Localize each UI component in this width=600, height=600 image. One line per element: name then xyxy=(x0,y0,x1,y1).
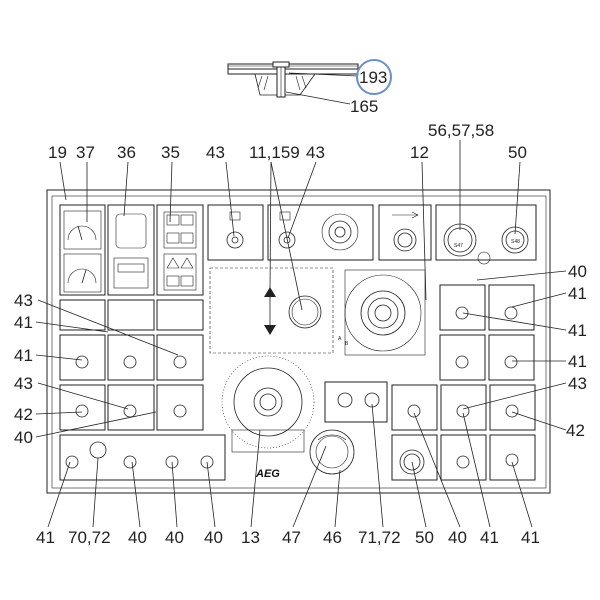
leader-lines xyxy=(35,140,567,528)
callout-40-bottom-c: 40 xyxy=(204,528,223,547)
dial-mark-b: B xyxy=(345,341,349,347)
callout-193: 193 xyxy=(359,68,387,87)
callout-71-72: 71,72 xyxy=(358,528,401,547)
callout-43-top-a: 43 xyxy=(206,143,225,162)
switch-mark-s48: S48 xyxy=(511,239,520,245)
callout-43-left-1: 43 xyxy=(14,291,33,310)
control-panel: S47 S48 A B xyxy=(46,189,551,494)
callout-40-bottom-a: 40 xyxy=(128,528,147,547)
callout-41-bottom-c: 41 xyxy=(521,528,540,547)
callout-41-left-1: 41 xyxy=(14,313,33,332)
callout-12: 12 xyxy=(410,143,429,162)
callout-19: 19 xyxy=(48,143,67,162)
callout-37: 37 xyxy=(76,143,95,162)
callout-35: 35 xyxy=(161,143,180,162)
callout-43-left-2: 43 xyxy=(14,374,33,393)
callout-42-right: 42 xyxy=(566,421,585,440)
callout-42-left: 42 xyxy=(14,405,33,424)
callout-40-bottom-b: 40 xyxy=(165,528,184,547)
callout-40-left: 40 xyxy=(14,428,33,447)
callout-70-72: 70,72 xyxy=(68,528,111,547)
callout-41-right-2: 41 xyxy=(568,321,587,340)
highlight-circle xyxy=(356,59,392,95)
callouts: 19 37 36 35 43 11,159 43 12 56,57,58 50 … xyxy=(14,121,587,547)
callout-43-right: 43 xyxy=(568,374,587,393)
callout-47: 47 xyxy=(282,528,301,547)
callout-40-right: 40 xyxy=(568,262,587,281)
screw-detail xyxy=(227,61,359,105)
knob-13 xyxy=(221,355,315,453)
switch-mark-s47: S47 xyxy=(454,243,463,249)
callout-11-159: 11,159 xyxy=(249,143,300,162)
callout-41-bottom-a: 41 xyxy=(36,528,55,547)
callout-46: 46 xyxy=(323,528,342,547)
dial-mark-a: A xyxy=(338,336,342,342)
brand-logo: AEG xyxy=(255,468,280,480)
callout-50-top: 50 xyxy=(508,143,527,162)
callout-43-top-b: 43 xyxy=(306,143,325,162)
callout-36: 36 xyxy=(117,143,136,162)
callout-13: 13 xyxy=(241,528,260,547)
dial-12: A B xyxy=(338,269,426,356)
callout-40-bottom-d: 40 xyxy=(448,528,467,547)
callout-56-57-58: 56,57,58 xyxy=(428,121,494,140)
callout-50-bottom: 50 xyxy=(415,528,434,547)
callout-41-right-1: 41 xyxy=(568,284,587,303)
callout-41-bottom-b: 41 xyxy=(480,528,499,547)
callout-165: 165 xyxy=(350,97,378,116)
callout-41-right-3: 41 xyxy=(568,352,587,371)
callout-41-left-2: 41 xyxy=(14,346,33,365)
